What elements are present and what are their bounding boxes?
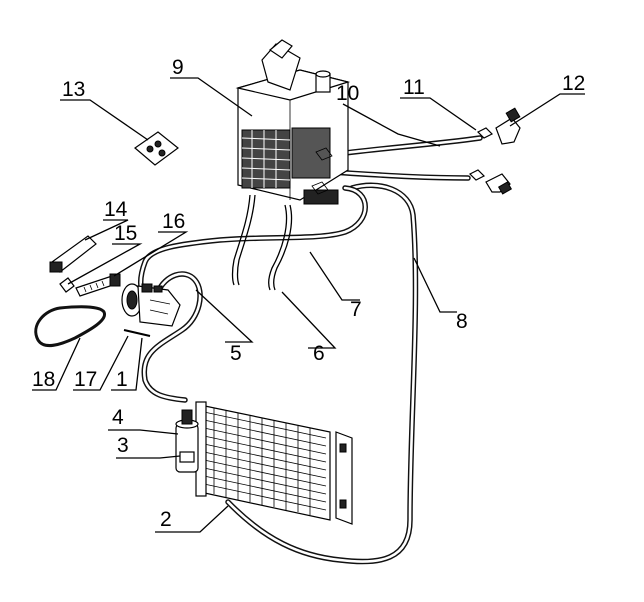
callout-3: 3: [117, 434, 129, 457]
compressor: [121, 283, 181, 327]
evaporator-unit: [235, 39, 351, 205]
fitting-11: [468, 127, 494, 181]
callout-7: 7: [350, 298, 362, 321]
callout-18: 18: [32, 368, 55, 391]
callout-10: 10: [336, 82, 359, 105]
hoses-10: [327, 135, 483, 181]
evaporator-grille: [241, 130, 291, 188]
callout-14: 14: [104, 198, 128, 221]
drain-hoses-6: [231, 194, 293, 291]
hose-7: [138, 185, 368, 295]
valve-12: [485, 107, 521, 195]
callout-1: 1: [116, 368, 128, 391]
callout-16: 16: [162, 210, 185, 233]
leader-lines: [32, 77, 585, 533]
callout-4: 4: [112, 406, 124, 429]
callout-labels: 9 13 10 11 12 14 15 16 5 6 7 8 18 17 1 4…: [32, 56, 585, 531]
callout-17: 17: [74, 368, 97, 391]
pin-17: [123, 329, 151, 337]
callout-8: 8: [456, 310, 468, 333]
part-15-fitting: [59, 277, 75, 293]
drive-belt: [34, 305, 106, 348]
callout-11: 11: [403, 76, 425, 99]
callout-12: 12: [562, 72, 585, 95]
callout-6: 6: [313, 342, 325, 365]
part-14-bracket: [49, 235, 97, 273]
callout-5: 5: [230, 342, 242, 365]
callout-2: 2: [160, 508, 172, 531]
hose-8: [225, 182, 419, 565]
control-panel: [134, 131, 179, 166]
condenser: [195, 401, 353, 525]
hose-5: [141, 271, 203, 403]
receiver-drier: [175, 409, 199, 473]
callout-9: 9: [172, 56, 184, 79]
callout-13: 13: [62, 78, 85, 101]
callout-15: 15: [114, 222, 137, 245]
part-16-bolt: [75, 273, 121, 297]
condenser-fins: [203, 408, 327, 515]
